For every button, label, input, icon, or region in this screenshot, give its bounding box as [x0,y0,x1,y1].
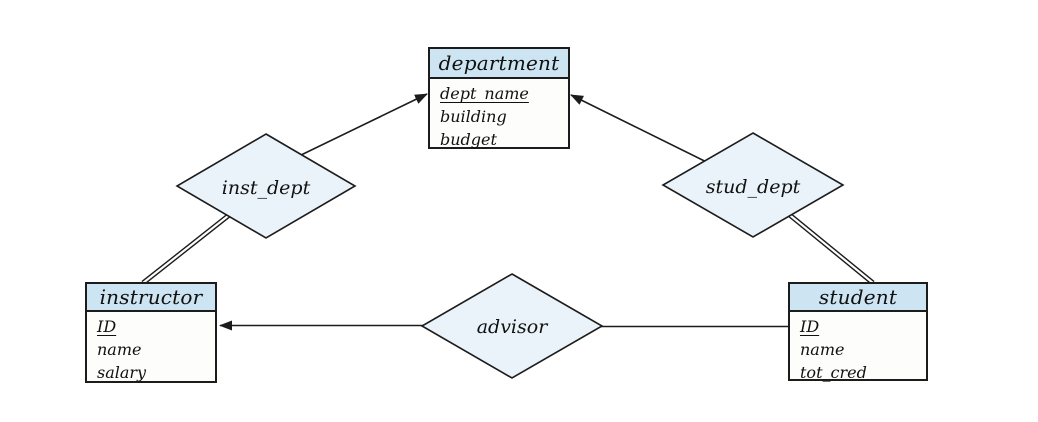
attribute-salary: salary [97,363,147,382]
entity-student: student ID name tot_cred [788,282,928,384]
attribute-instructor-name: name [97,340,142,359]
relationship-stud-dept-label: stud_dept [705,176,801,198]
relationship-stud-dept-shape [661,132,845,238]
attribute-tot-cred: tot_cred [800,363,867,382]
entity-instructor: instructor ID name salary [85,282,217,383]
relationship-inst-dept-shape [175,133,357,239]
attribute-student-id: ID [800,317,820,336]
attribute-student-name: name [800,340,845,359]
entity-student-attributes: ID name tot_cred [790,312,926,384]
entity-instructor-title: instructor [87,284,215,312]
attribute-budget: budget [440,130,497,149]
attribute-instructor-id: ID [97,317,117,336]
entity-student-title: student [790,284,926,312]
attribute-dept-name: dept_name [440,84,529,103]
relationship-advisor-label: advisor [476,316,548,338]
entity-instructor-attributes: ID name salary [87,312,215,384]
entity-department: department dept_name building budget [428,47,570,149]
attribute-building: building [440,107,507,126]
entity-department-title: department [430,49,568,79]
relationship-inst-dept-label: inst_dept [221,177,311,199]
relationship-advisor-shape [420,273,604,379]
entity-department-attributes: dept_name building budget [430,79,568,151]
